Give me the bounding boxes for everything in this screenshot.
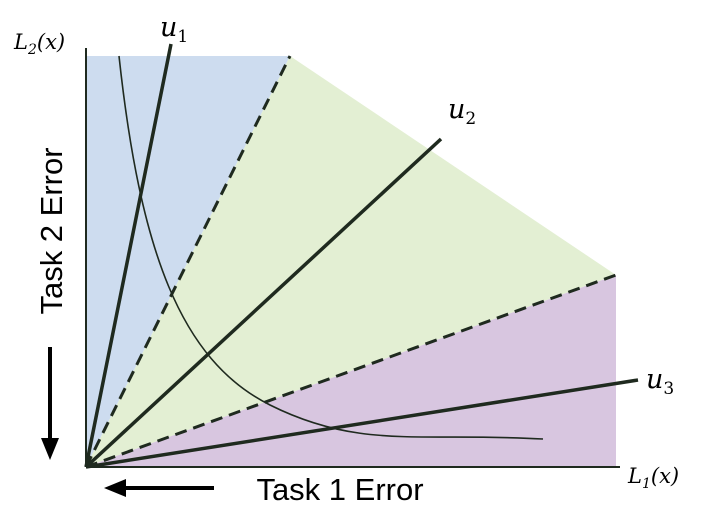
x-axis-label: L1(x) bbox=[627, 464, 679, 492]
ray-u2 bbox=[84, 137, 443, 469]
task2-error-label: Task 2 Error bbox=[34, 147, 69, 314]
ray-u3 bbox=[85, 378, 639, 469]
label-u2: u2 bbox=[448, 94, 476, 129]
task1-arrowhead bbox=[104, 479, 126, 497]
boundary-u1-u2 bbox=[84, 55, 292, 468]
label-u3: u3 bbox=[646, 364, 674, 399]
task2-arrowhead bbox=[41, 438, 59, 460]
task1-error-label: Task 1 Error bbox=[256, 472, 423, 507]
label-u1: u1 bbox=[160, 12, 188, 47]
y-axis-label: L2(x) bbox=[13, 30, 65, 58]
ray-u1 bbox=[84, 43, 173, 468]
region-u2 bbox=[86, 56, 616, 467]
pareto-front-curve bbox=[118, 55, 544, 440]
